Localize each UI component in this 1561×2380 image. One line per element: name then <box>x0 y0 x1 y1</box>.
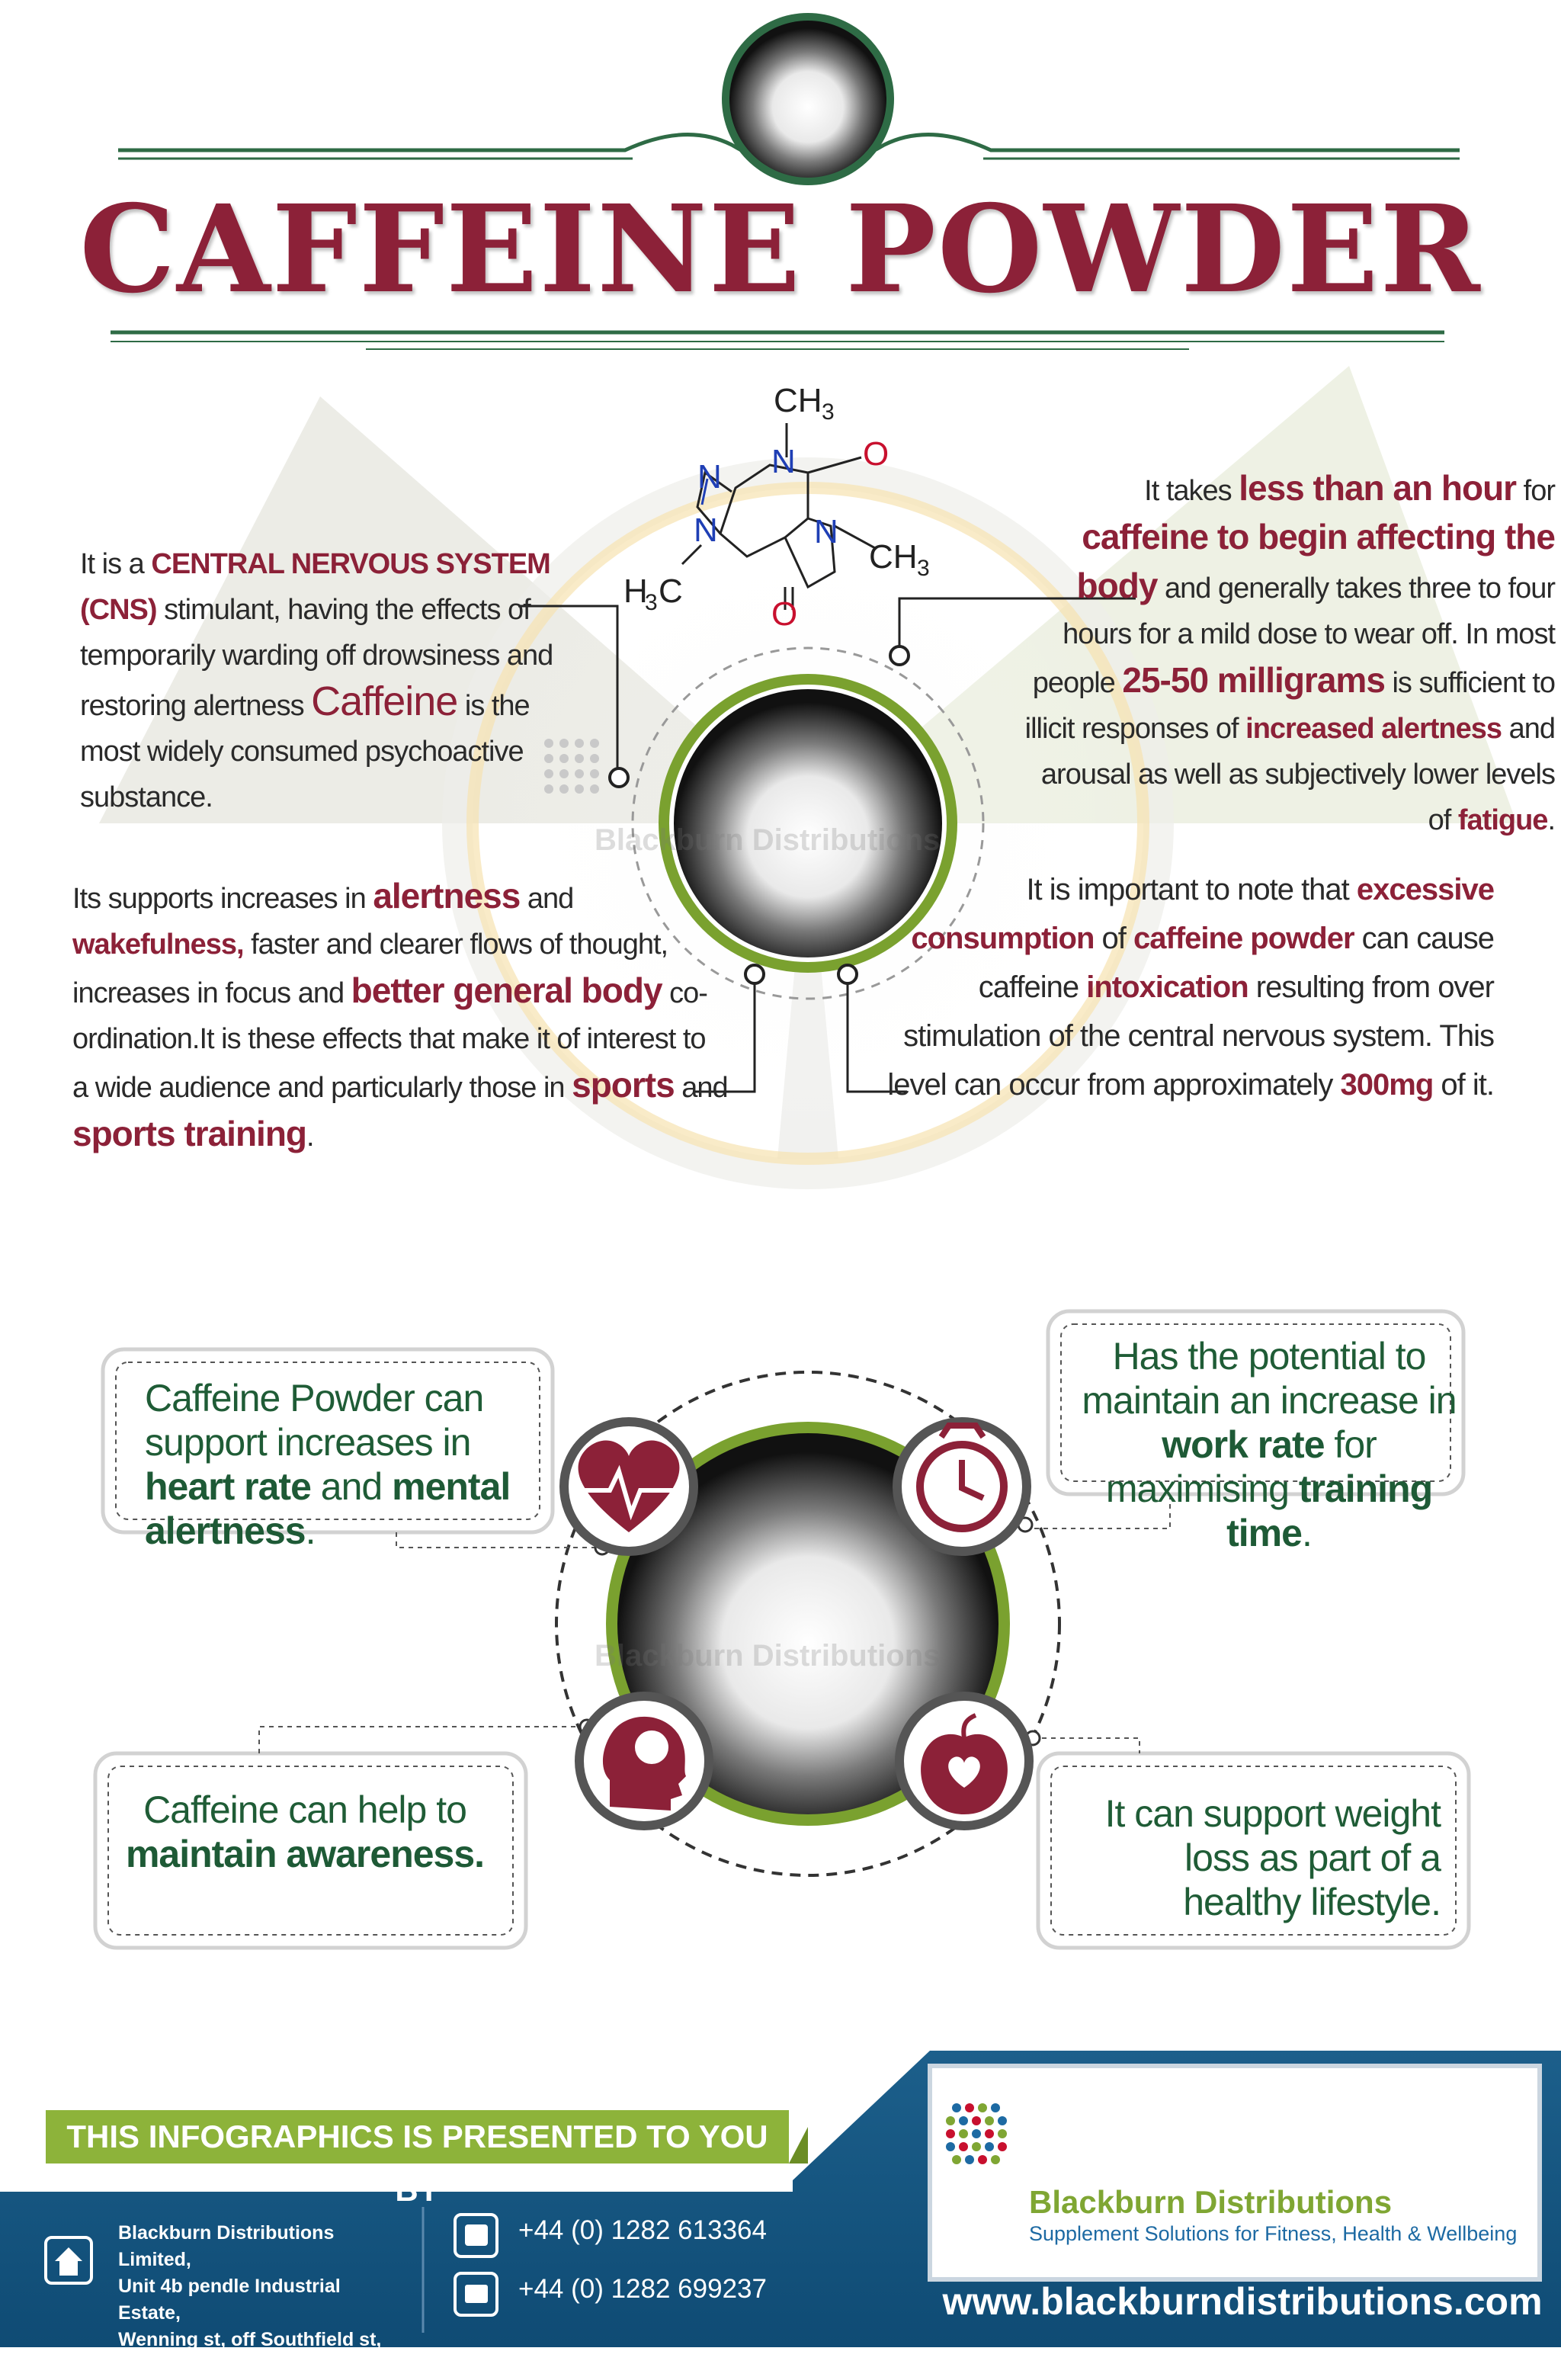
card-weight-loss: It can support weight loss as part of a … <box>1104 1792 1441 1923</box>
svg-text:O: O <box>771 595 797 633</box>
home-icon <box>44 2236 93 2285</box>
caffeine-molecule <box>681 423 877 610</box>
svg-text:3: 3 <box>917 556 930 581</box>
svg-text:N: N <box>697 458 722 496</box>
clock-icon <box>916 1423 1008 1532</box>
fax-icon <box>454 2272 498 2317</box>
head-brain-icon <box>602 1716 686 1811</box>
svg-text:H: H <box>623 573 648 610</box>
card-work-rate: Has the potential to maintain an increas… <box>1082 1335 1457 1554</box>
apple-heart-icon <box>921 1713 1008 1814</box>
fax-number: +44 (0) 1282 699237 <box>518 2274 767 2304</box>
svg-text:N: N <box>814 513 838 550</box>
alertness-benefits-text: Its supports increases in alertness and … <box>72 876 729 1153</box>
page-title: CAFFEINE POWDER <box>79 179 1482 320</box>
svg-text:CH: CH <box>869 538 918 576</box>
brand-logo-dots <box>946 2103 1007 2164</box>
svg-text:3: 3 <box>822 399 835 425</box>
phone-number: +44 (0) 1282 613364 <box>518 2215 767 2245</box>
company-address: Blackburn Distributions Limited, Unit 4b… <box>118 2222 382 2377</box>
brand-name: Blackburn Distributions <box>1029 2184 1393 2220</box>
card-awareness: Caffeine can help to maintain awareness. <box>125 1788 485 1875</box>
brand-tagline: Supplement Solutions for Fitness, Health… <box>1029 2222 1518 2245</box>
website-url[interactable]: www.blackburndistributions.com <box>942 2280 1543 2323</box>
phone-icon <box>454 2213 498 2258</box>
heart-rate-icon <box>575 1440 686 1532</box>
presented-by-banner: THIS INFOGRAPHICS IS PRESENTED TO YOU BY <box>46 2110 789 2208</box>
svg-text:N: N <box>771 443 796 480</box>
overdose-warning-text: It is important to note that excessive c… <box>887 873 1495 1102</box>
svg-text:CH: CH <box>774 382 822 419</box>
svg-text:C: C <box>659 573 683 610</box>
card-heart-rate: Caffeine Powder can support increases in… <box>145 1377 511 1552</box>
cns-stimulant-text: It is a CENTRAL NERVOUS SYSTEM (CNS) sti… <box>80 548 553 813</box>
svg-text:N: N <box>694 512 718 549</box>
cards <box>93 1309 1471 1950</box>
watermark: Blackburn Distributions <box>595 1639 941 1673</box>
watermark: Blackburn Distributions <box>595 823 941 857</box>
onset-duration-text: It takes less than an hour for caffeine … <box>1024 468 1556 836</box>
svg-text:O: O <box>863 435 889 473</box>
svg-text:3: 3 <box>645 590 658 615</box>
